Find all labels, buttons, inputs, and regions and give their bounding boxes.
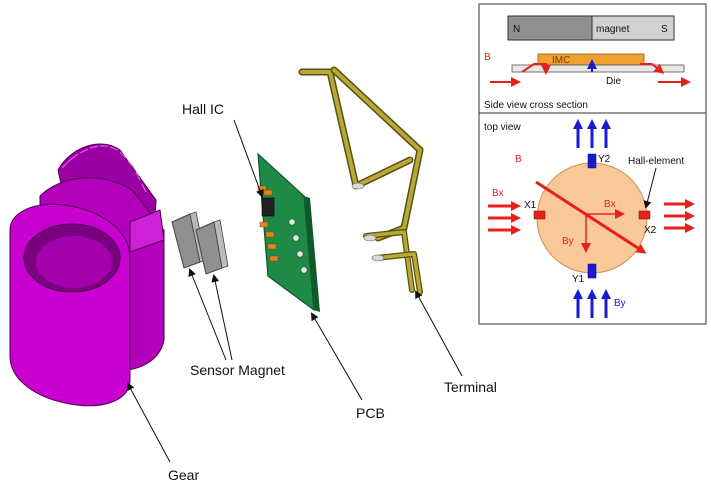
label-bx-center: Bx [604,199,616,210]
side-view: N magnet S B IMC Die Side view cross sec… [484,15,691,111]
label-south: S [661,24,668,35]
bx-arrows-right [664,199,695,233]
label-bx-left: Bx [492,188,504,199]
terminal [298,66,424,295]
magnet-south-pole [591,15,675,41]
gear-tab [129,209,165,253]
label-imc: IMC [552,55,570,66]
label-field-b-side: B [484,52,491,63]
bx-arrows-left [488,201,521,235]
label-by-center: By [562,236,574,247]
sensor-magnets [171,211,229,275]
die-layer [511,64,685,73]
gear [9,143,165,407]
caption-side-view: Side view cross section [484,100,588,111]
label-x1: X1 [524,200,537,211]
label-terminal: Terminal [444,379,497,395]
hall-ic [257,185,279,262]
by-arrows-top [573,119,611,148]
label-gear: Gear [168,467,199,483]
label-magnet: magnet [596,24,630,35]
label-hall-ic: Hall IC [182,101,224,117]
label-north: N [513,24,520,35]
label-y2: Y2 [598,154,611,165]
label-x2: X2 [644,225,657,236]
label-sensor-magnet: Sensor Magnet [190,362,285,378]
label-field-b-top: B [515,154,522,165]
gear-cylinder-inner [36,236,112,288]
label-pcb: PCB [356,405,385,421]
by-arrows-bottom [573,289,611,318]
caption-top-view: top view [484,122,521,133]
pcb-holes [288,218,308,274]
label-y1: Y1 [572,274,585,285]
callouts: Hall IC Sensor Magnet PCB Terminal Gear [127,101,497,483]
hall-element-x2 [638,210,651,220]
gear-teeth-marks [61,145,147,193]
pcb [257,152,320,312]
label-by-bottom: By [614,298,626,309]
side-field-lines [490,59,691,87]
hall-element-y2 [587,153,597,169]
inset-panel: N magnet S B IMC Die Side view cross sec… [478,3,707,325]
hall-element-y1 [587,263,597,279]
hall-element-x1 [533,210,546,220]
label-die: Die [606,76,621,87]
field-vector-b [535,180,647,254]
magnet-north-pole [507,15,593,41]
label-hall-element: Hall-element [628,156,684,167]
top-view: top view B X1 X2 Y2 Y1 Hall-element Bx [484,119,695,318]
